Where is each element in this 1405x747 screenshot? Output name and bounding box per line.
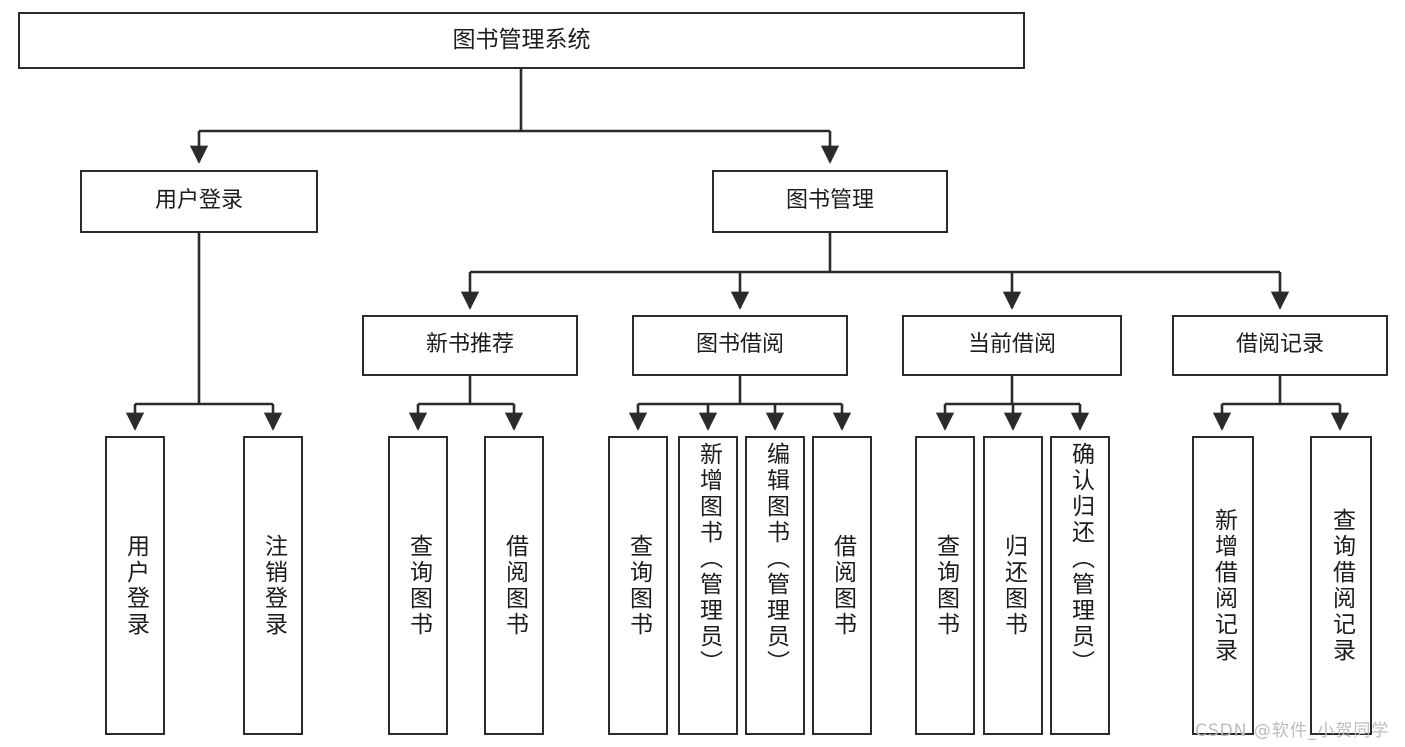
leaf-return-book[interactable]: 归还图书 [983, 436, 1043, 735]
node-user-login[interactable]: 用户登录 [80, 170, 318, 233]
node-label: 查询图书 [932, 533, 959, 638]
leaf-borrow-book[interactable]: 借阅图书 [812, 436, 872, 735]
node-root-system[interactable]: 图书管理系统 [18, 12, 1025, 69]
node-label: 新增借阅记录 [1210, 507, 1237, 664]
csdn-watermark: CSDN @软件_小贺同学 [1195, 721, 1390, 741]
node-label: 查询借阅记录 [1328, 507, 1355, 664]
leaf-user-login[interactable]: 用户登录 [105, 436, 165, 735]
leaf-borrow-book-recommend[interactable]: 借阅图书 [484, 436, 544, 735]
node-label: 注销登录 [260, 533, 287, 638]
node-book-management[interactable]: 图书管理 [712, 170, 948, 233]
node-label: 新增图书（管理员） [695, 442, 722, 676]
leaf-add-borrow-record[interactable]: 新增借阅记录 [1192, 436, 1254, 735]
leaf-user-logout[interactable]: 注销登录 [243, 436, 303, 735]
node-label: 图书管理系统 [452, 27, 591, 54]
node-label: 借阅图书 [501, 533, 528, 638]
node-label: 新书推荐 [425, 332, 514, 358]
node-label: 查询图书 [405, 533, 432, 638]
node-label: 图书借阅 [695, 332, 784, 358]
leaf-add-book-admin[interactable]: 新增图书（管理员） [678, 436, 738, 735]
leaf-query-borrow-record[interactable]: 查询借阅记录 [1310, 436, 1372, 735]
leaf-edit-book-admin[interactable]: 编辑图书（管理员） [745, 436, 805, 735]
leaf-query-book-borrow[interactable]: 查询图书 [608, 436, 668, 735]
node-label: 图书管理 [785, 188, 874, 214]
node-label: 借阅记录 [1235, 332, 1324, 358]
node-label: 当前借阅 [967, 332, 1056, 358]
node-book-borrow[interactable]: 图书借阅 [632, 315, 848, 376]
node-new-book-recommend[interactable]: 新书推荐 [362, 315, 578, 376]
node-borrow-record[interactable]: 借阅记录 [1172, 315, 1388, 376]
node-label: 用户登录 [154, 188, 243, 214]
node-label: 归还图书 [1000, 533, 1027, 638]
leaf-query-book-current[interactable]: 查询图书 [915, 436, 975, 735]
node-label: 用户登录 [122, 533, 149, 638]
node-label: 借阅图书 [829, 533, 856, 638]
leaf-confirm-return-admin[interactable]: 确认归还（管理员） [1050, 436, 1110, 735]
node-label: 确认归还（管理员） [1067, 442, 1094, 676]
leaf-query-book-recommend[interactable]: 查询图书 [388, 436, 448, 735]
node-label: 查询图书 [625, 533, 652, 638]
node-current-borrow[interactable]: 当前借阅 [902, 315, 1122, 376]
node-label: 编辑图书（管理员） [762, 442, 789, 676]
